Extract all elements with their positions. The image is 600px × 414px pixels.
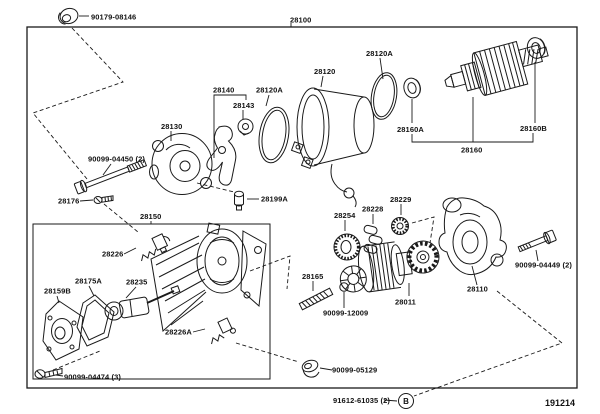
callout-b-circle: B <box>398 393 414 409</box>
label-end-frame-screw: 90099-04474 (3) <box>64 373 121 382</box>
label-brush2: 28226A <box>165 328 192 337</box>
roller-set-drawing <box>363 224 383 254</box>
label-terminal-nut: 91612-61035 (2) <box>333 396 390 405</box>
o-ring-front-drawing <box>258 106 290 164</box>
label-o-ring-rear: 28120A <box>366 49 393 58</box>
label-drive-housing: 28110 <box>467 285 488 294</box>
end-frame-screw-drawing <box>34 367 63 379</box>
yoke-drawing <box>150 222 267 332</box>
front-bearing-drawing <box>403 77 421 99</box>
housing-bolt-drawing <box>517 229 557 253</box>
label-steel-ball: 90099-12009 <box>323 309 368 318</box>
label-retainer: 28229 <box>390 195 411 204</box>
end-frame-drawing <box>42 300 84 361</box>
plug-drawing <box>301 359 320 378</box>
brush2-drawing <box>211 317 236 345</box>
brush-holder-drawing <box>104 285 181 321</box>
label-bleed-screw: 28176 <box>58 197 79 206</box>
steel-ball-drawing <box>339 282 349 292</box>
label-clutch-assy: 28011 <box>395 298 416 307</box>
clutch-drawing <box>339 240 440 293</box>
label-nut: 90179-08146 <box>91 13 136 22</box>
label-assembly: 28100 <box>290 16 311 25</box>
label-front-bearing: 28160A <box>397 125 424 134</box>
callout-b-letter: B <box>403 397 409 406</box>
label-drive-lever-set: 28140 <box>213 86 234 95</box>
label-through-bolt: 90099-04450 (2) <box>88 155 145 164</box>
label-plug: 90099-05129 <box>332 366 377 375</box>
leader-lines <box>55 15 539 402</box>
label-gasket: 28175A <box>75 277 102 286</box>
terminal-kit-drawing <box>234 190 244 211</box>
retainer-drawing <box>391 217 409 235</box>
switch-cover-drawing <box>149 133 213 195</box>
brush-drawing <box>141 233 171 262</box>
label-rear-bearing: 28160B <box>520 124 547 133</box>
label-switch-cover: 28130 <box>161 122 182 131</box>
dashed-leader-lines <box>32 27 563 397</box>
label-lever-pivot: 28143 <box>233 101 254 110</box>
label-end-frame: 28159B <box>44 287 71 296</box>
rear-bearing-drawing <box>526 37 546 59</box>
label-terminal-kit: 28199A <box>261 195 288 204</box>
label-idler-gear: 28254 <box>334 211 356 220</box>
label-housing-bolt: 90099-04449 (2) <box>515 261 572 270</box>
drive-housing-drawing <box>438 197 507 276</box>
part-labels: 90179-08146 28100 28120A 28120 28120A 28… <box>44 13 575 409</box>
diagram-border <box>26 26 578 389</box>
label-stud-bolt: 28165 <box>302 272 323 281</box>
label-magnet-switch: 28120 <box>314 67 335 76</box>
label-o-ring-front: 28120A <box>256 86 283 95</box>
label-yoke-assy: 28150 <box>140 212 161 221</box>
magnet-switch-drawing <box>290 87 375 208</box>
figure-code: 191214 <box>545 398 575 408</box>
label-brush-holder: 28235 <box>126 278 147 287</box>
sub-assembly-box <box>32 223 271 380</box>
idler-gear-drawing <box>333 233 361 261</box>
gasket-drawing <box>76 294 115 347</box>
o-ring-rear-drawing <box>370 72 398 120</box>
bleed-screw-drawing <box>93 195 114 204</box>
lever-pivot-drawing <box>237 118 254 136</box>
label-armature: 28160 <box>461 146 482 155</box>
armature-drawing <box>444 40 549 97</box>
stud-bolt-drawing <box>298 287 334 311</box>
nut-drawing <box>58 7 79 25</box>
label-roller-set: 28228 <box>362 205 383 214</box>
drive-lever-drawing <box>206 125 237 186</box>
label-brush: 28226 <box>102 250 123 259</box>
through-bolt-drawing <box>73 159 148 195</box>
